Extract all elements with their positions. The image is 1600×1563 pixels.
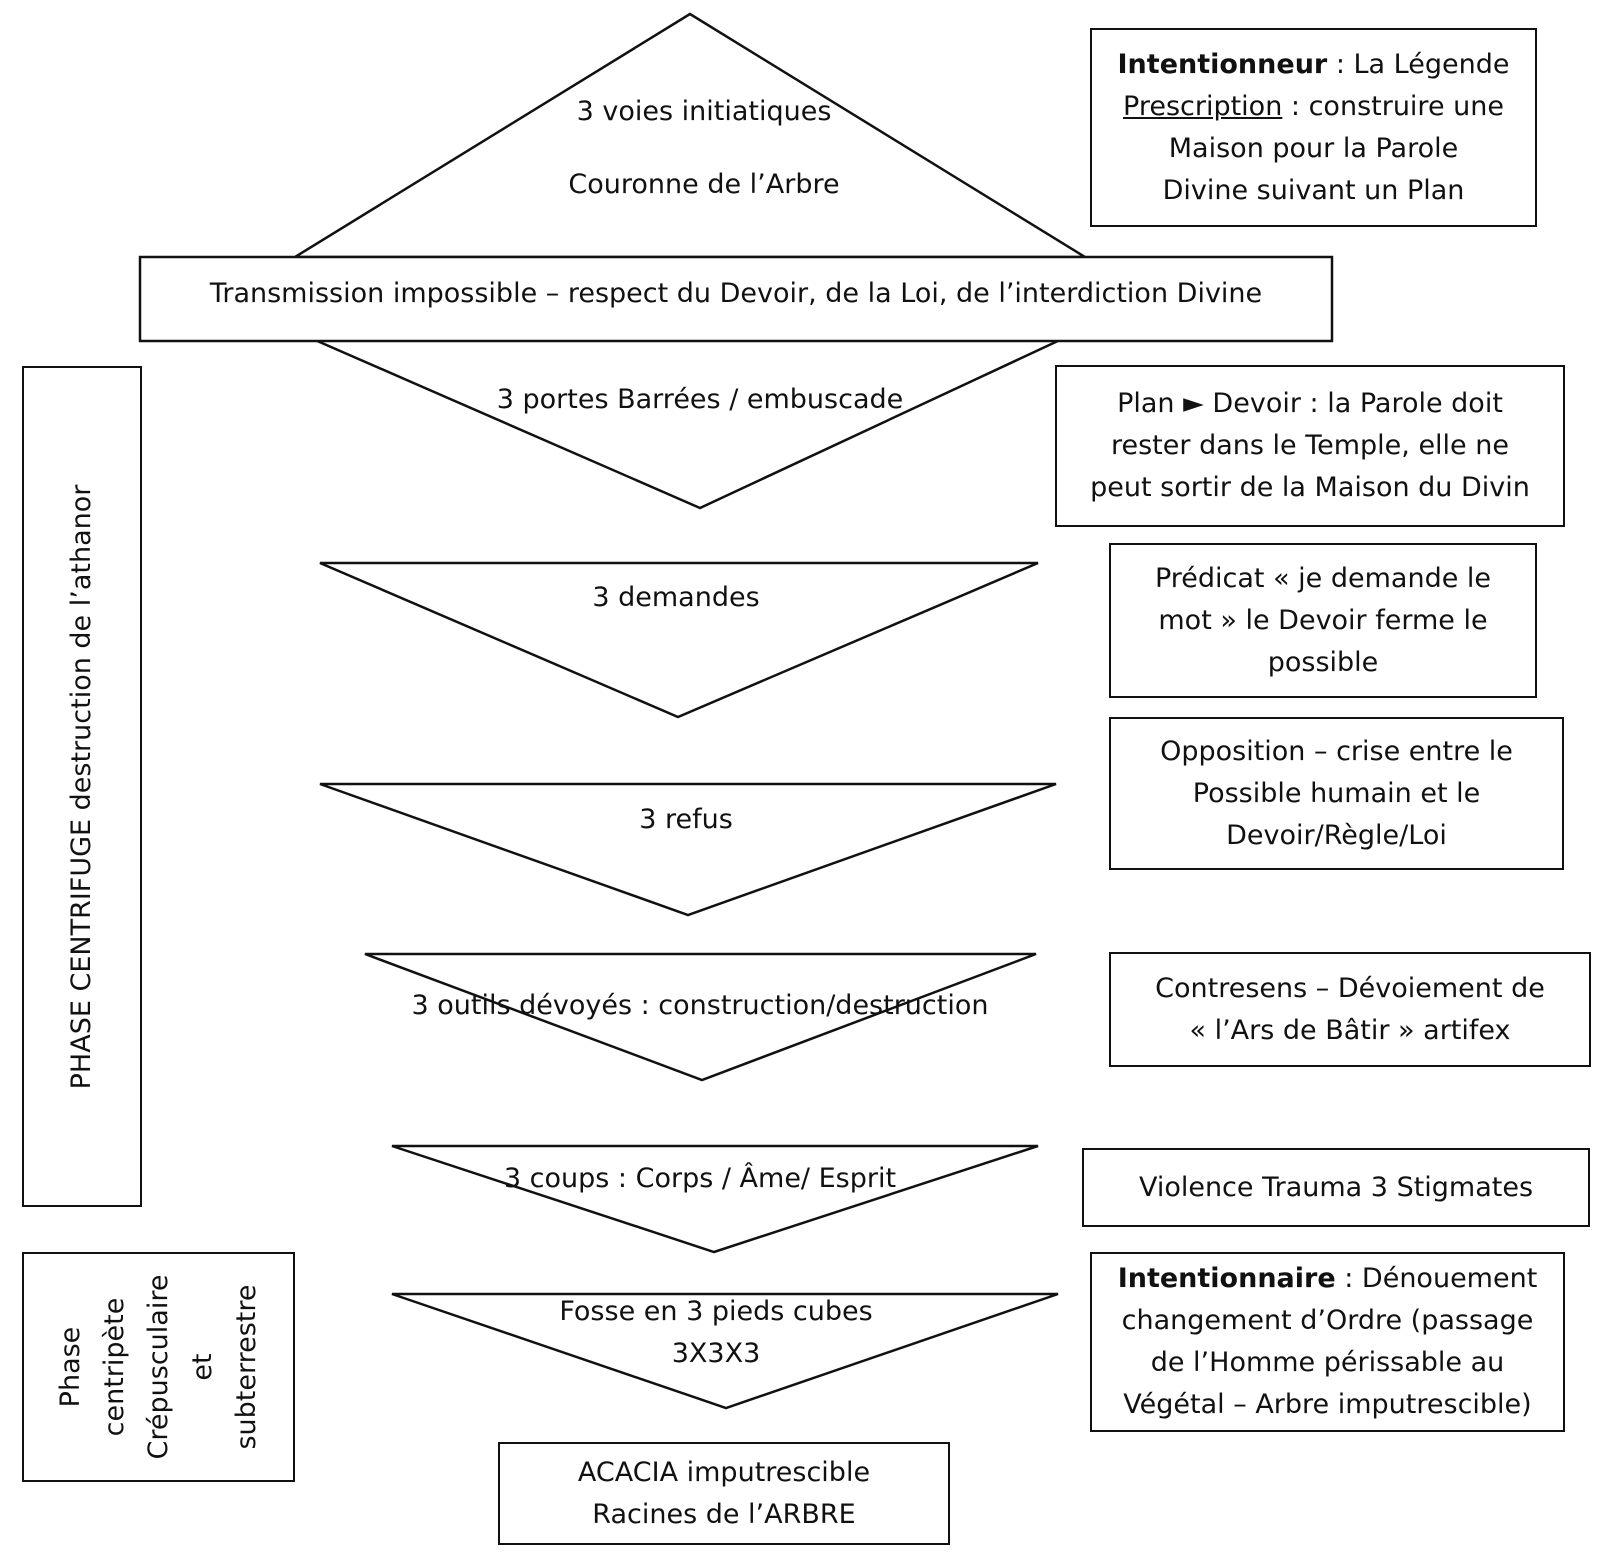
intentionneur-line-1: Intentionneur : La Légende	[1118, 44, 1510, 86]
phase-centripete-label: Phase centripète Crépusculaire et subter…	[49, 1275, 269, 1460]
triangle-demandes-label: 3 demandes	[592, 582, 759, 613]
contresens-line-1: Contresens – Dévoiement de	[1155, 972, 1545, 1004]
intentionnaire-line-3: de l’Homme périssable au	[1150, 1347, 1505, 1378]
phase-centripete-line-4: et	[186, 1353, 218, 1381]
intentionnaire-box: Intentionnaire : Dénouement changement d…	[1090, 1252, 1565, 1432]
opposition-line-2: Possible humain et le	[1192, 777, 1481, 809]
intentionneur-line-1-rest: : La Légende	[1327, 48, 1510, 80]
phase-centripete-line-1: Phase	[54, 1326, 86, 1408]
contresens-line-2: « l’Ars de Bâtir » artifex	[1189, 1014, 1511, 1046]
predicat-line-2: mot » le Devoir ferme le	[1158, 604, 1488, 636]
violence-line-1: Violence Trauma 3 Stigmates	[1138, 1171, 1534, 1203]
plan-devoir-box: Plan ► Devoir : la Parole doit rester da…	[1055, 365, 1565, 527]
acacia-line-2: Racines de l’ARBRE	[592, 1498, 856, 1530]
violence-box: Violence Trauma 3 Stigmates	[1082, 1148, 1590, 1227]
phase-centrifuge-box: PHASE CENTRIFUGE destruction de l’athano…	[22, 366, 142, 1207]
triangle-outils-label: 3 outils dévoyés : construction/destruct…	[412, 990, 989, 1021]
phase-centrifuge-label: PHASE CENTRIFUGE destruction de l’athano…	[66, 484, 97, 1089]
plan-line-1: Plan ► Devoir : la Parole doit	[1117, 388, 1503, 419]
plan-line-3: peut sortir de la Maison du Divin	[1090, 472, 1530, 503]
triangle-fosse-label-2: 3X3X3	[672, 1338, 761, 1369]
triangle-refus-label: 3 refus	[639, 804, 733, 835]
triangle-fosse	[391, 1292, 1059, 1410]
triangle-demandes	[319, 561, 1039, 719]
phase-centripete-line-3: Crépusculaire	[142, 1274, 174, 1460]
intentionneur-line-2: Prescription : construire une	[1123, 86, 1504, 128]
acacia-line-1: ACACIA imputrescible	[577, 1456, 871, 1488]
phase-centripete-line-5: subterrestre	[230, 1284, 262, 1450]
prescription-label: Prescription	[1123, 90, 1283, 122]
intentionnaire-line-1-rest: : Dénouement	[1335, 1263, 1538, 1294]
intentionnaire-line-4: Végétal – Arbre imputrescible)	[1123, 1389, 1532, 1420]
opposition-line-1: Opposition – crise entre le	[1160, 735, 1513, 767]
plan-line-2: rester dans le Temple, elle ne	[1111, 430, 1509, 461]
phase-centripete-line-2: centripète	[98, 1297, 130, 1437]
opposition-line-3: Devoir/Règle/Loi	[1226, 819, 1447, 851]
crown-triangle	[290, 12, 1090, 259]
opposition-box: Opposition – crise entre le Possible hum…	[1109, 717, 1564, 870]
intentionnaire-label: Intentionnaire	[1117, 1263, 1336, 1294]
predicat-line-3: possible	[1267, 646, 1379, 678]
triangle-portes	[314, 338, 1061, 510]
triangle-coups-label: 3 coups : Corps / Âme/ Esprit	[504, 1162, 896, 1194]
triangle-coups	[391, 1144, 1039, 1254]
triangle-portes-label: 3 portes Barrées / embuscade	[497, 384, 904, 415]
transmission-box	[138, 255, 1334, 343]
predicat-line-1: Prédicat « je demande le	[1154, 562, 1492, 594]
phase-centripete-box: Phase centripète Crépusculaire et subter…	[22, 1252, 295, 1482]
intentionneur-line-3: Maison pour la Parole	[1168, 132, 1459, 164]
transmission-box-text: Transmission impossible – respect du Dev…	[209, 278, 1262, 309]
triangle-fosse-label-1: Fosse en 3 pieds cubes	[559, 1296, 872, 1327]
intentionneur-line-4: Divine suivant un Plan	[1162, 174, 1465, 206]
crown-triangle-label-1: 3 voies initiatiques	[577, 96, 832, 127]
intentionneur-line-2-rest: : construire une	[1282, 90, 1504, 122]
intentionnaire-line-2: changement d’Ordre (passage	[1121, 1305, 1534, 1336]
triangle-outils	[364, 952, 1037, 1082]
acacia-box: ACACIA imputrescible Racines de l’ARBRE	[498, 1442, 950, 1545]
intentionnaire-line-1: Intentionnaire : Dénouement	[1118, 1258, 1538, 1300]
crown-triangle-label-2: Couronne de l’Arbre	[568, 169, 839, 200]
triangle-refus	[319, 782, 1057, 917]
intentionneur-box: Intentionneur : La Légende Prescription …	[1090, 28, 1537, 227]
intentionneur-label: Intentionneur	[1117, 48, 1328, 80]
contresens-box: Contresens – Dévoiement de « l’Ars de Bâ…	[1109, 952, 1591, 1067]
predicat-box: Prédicat « je demande le mot » le Devoir…	[1109, 543, 1537, 698]
